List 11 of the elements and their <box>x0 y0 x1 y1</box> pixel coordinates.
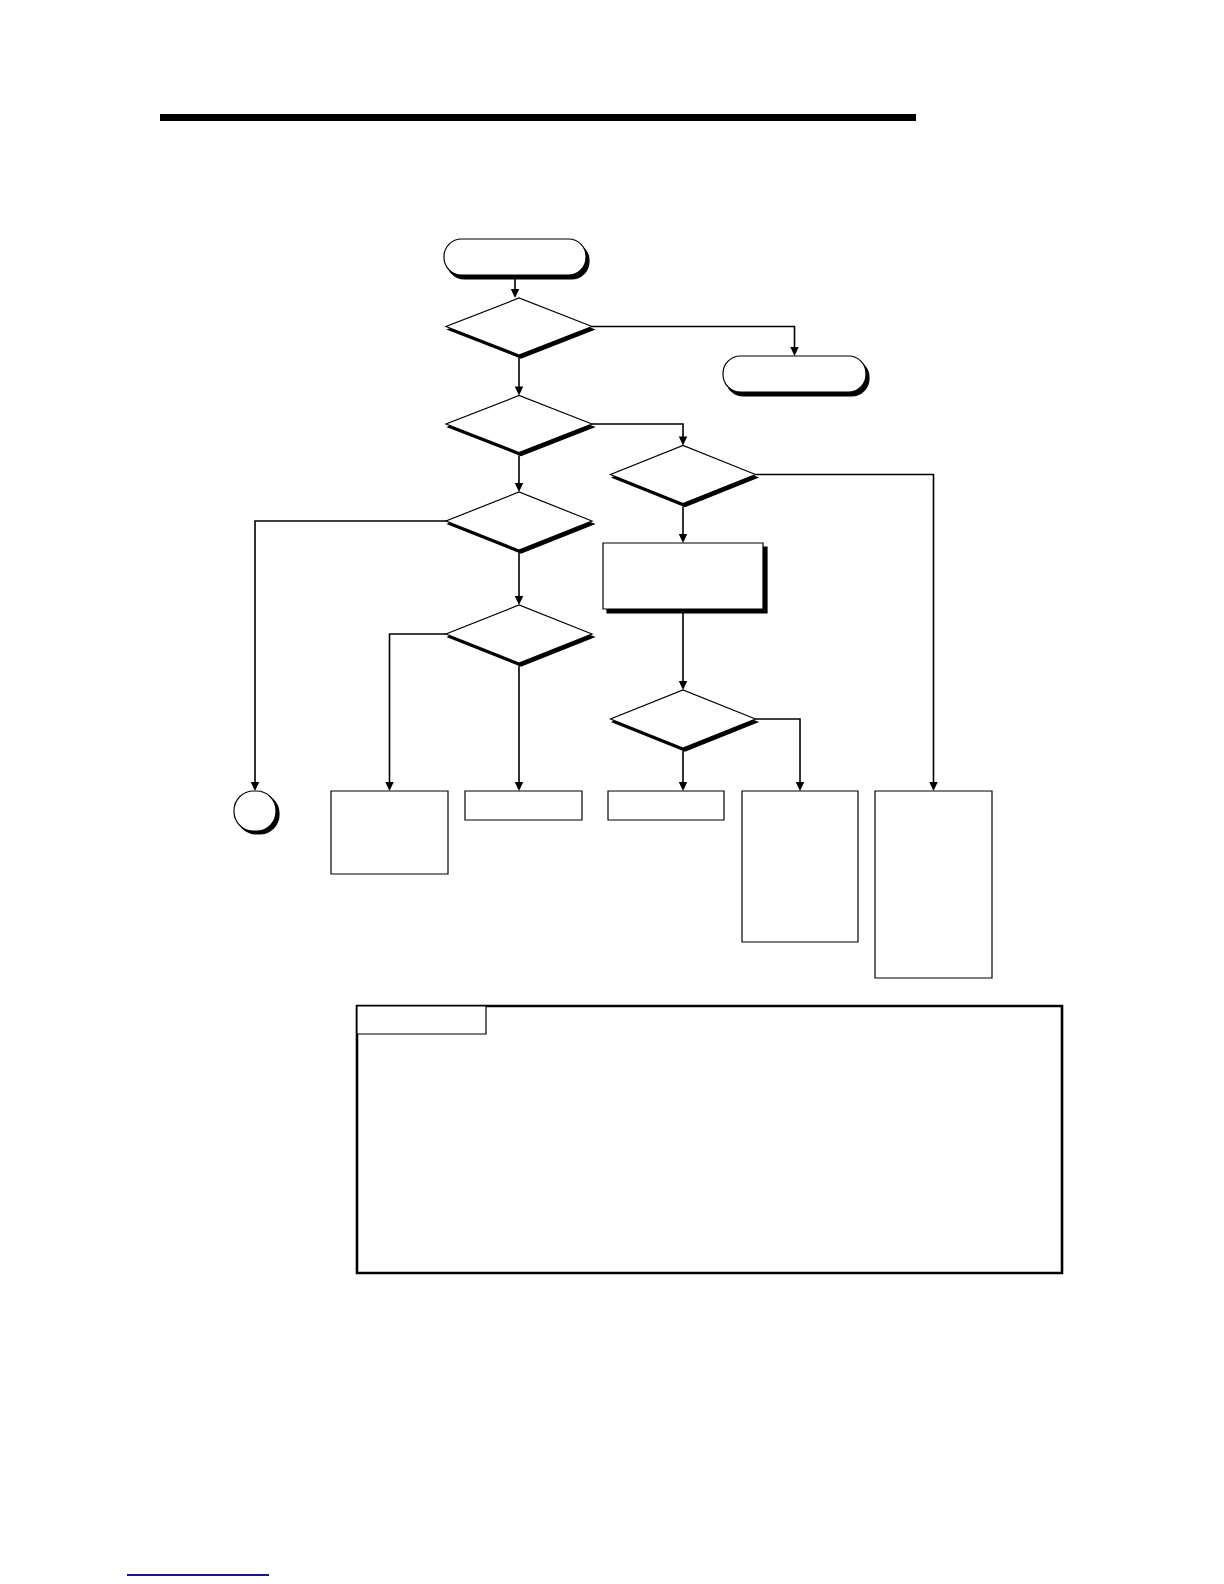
note-panel <box>355 1004 1064 1275</box>
process-box <box>464 790 583 821</box>
connector-oval <box>233 790 280 835</box>
process-box <box>602 542 768 614</box>
terminal-oval <box>722 355 870 397</box>
terminal-oval <box>443 238 590 280</box>
process-box <box>741 790 859 943</box>
process-box <box>874 790 993 979</box>
tab-box <box>356 1005 487 1035</box>
process-box <box>607 790 725 821</box>
process-box <box>330 790 449 875</box>
